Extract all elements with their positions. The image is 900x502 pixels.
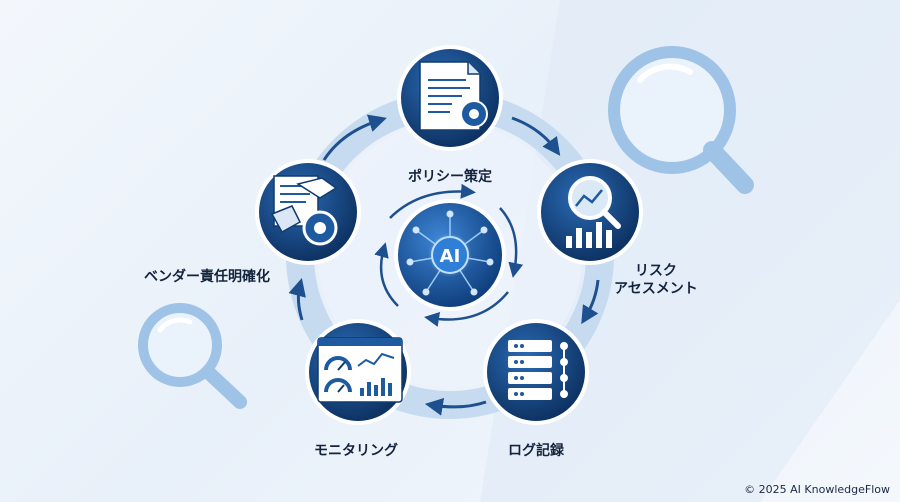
inner-arrow-left: [374, 242, 399, 307]
ai-core-node: AI: [394, 199, 506, 311]
copyright-text: © 2025 AI KnowledgeFlow: [744, 483, 890, 496]
inner-arrow-bottom: [424, 291, 509, 327]
label-risk: リスク アセスメント: [614, 262, 698, 298]
arrow-log-to-monitor: [424, 397, 487, 416]
dashboard-gauge-icon: [317, 337, 403, 403]
arrow-monitor-to-vendor: [288, 278, 306, 321]
ai-label: AI: [440, 246, 461, 267]
node-risk: [537, 159, 643, 265]
network-nodes: [406, 210, 494, 296]
arrow-risk-to-log: [581, 279, 600, 325]
label-vendor: ベンダー責任明確化: [144, 269, 270, 285]
magnifier-large-icon: [608, 46, 754, 194]
magnifier-small-icon: [138, 303, 247, 409]
server-rack-icon: [508, 340, 568, 400]
node-log: [483, 319, 589, 425]
magnifier-chart-icon: [566, 176, 621, 248]
inner-arrow-top: [389, 183, 476, 219]
node-vendor: [255, 159, 361, 265]
inner-arrow-right: [499, 207, 524, 278]
label-risk-line2: アセスメント: [614, 281, 698, 297]
label-risk-line1: リスク: [634, 263, 677, 279]
document-gear-icon: [419, 61, 488, 131]
label-policy: ポリシー策定: [408, 169, 492, 185]
label-monitor: モニタリング: [314, 443, 398, 459]
node-monitor: [305, 319, 411, 425]
handshake-contract-icon: [270, 175, 338, 246]
arrow-vendor-to-policy: [322, 114, 387, 161]
label-log: ログ記録: [508, 443, 564, 459]
arrow-policy-to-risk: [511, 116, 561, 156]
node-policy: [397, 45, 503, 151]
